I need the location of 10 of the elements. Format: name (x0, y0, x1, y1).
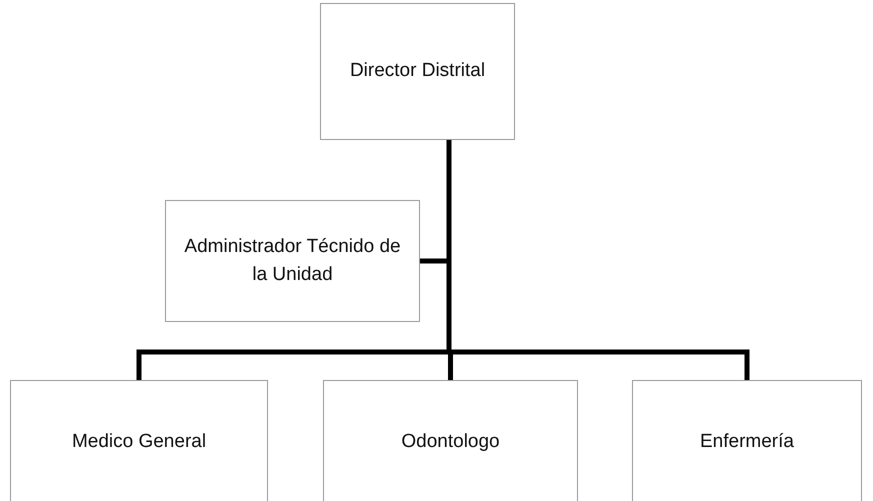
org-box (632, 380, 862, 501)
position-title: Odontologo (401, 430, 500, 454)
org-box (165, 200, 420, 322)
org-box (320, 3, 515, 140)
position-title: Director Distrital (350, 59, 486, 84)
org-box (10, 380, 268, 501)
position-title: Medico General (72, 430, 206, 454)
org-box (323, 380, 578, 501)
position-title: Enfermería (700, 430, 794, 454)
position-title: Administrador Técnido de la Unidad (183, 234, 402, 287)
